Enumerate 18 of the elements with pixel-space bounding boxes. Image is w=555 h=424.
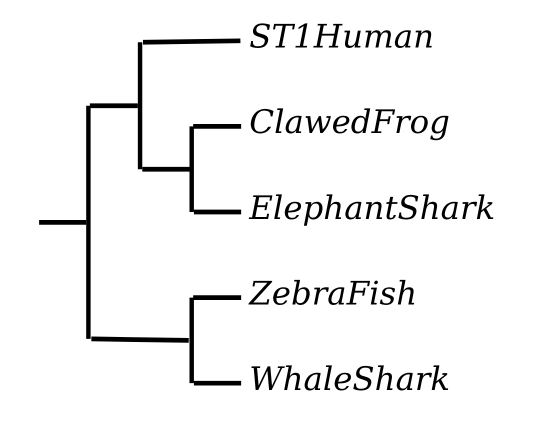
node-text: ClawedFrog — [249, 103, 450, 142]
node-bar — [190, 126, 194, 212]
connector — [194, 380, 242, 386]
connector — [91, 336, 189, 343]
node-text: ST1Human — [249, 18, 434, 56]
connector — [142, 166, 190, 172]
node-bar — [190, 298, 194, 384]
connector — [193, 295, 242, 300]
node-text: ZebraFish — [249, 274, 418, 312]
connector — [193, 124, 242, 129]
node-text: ElephantShark — [249, 188, 496, 227]
node-bar — [86, 106, 91, 339]
node-bar — [138, 42, 142, 170]
connector — [90, 103, 138, 108]
connector — [142, 38, 240, 45]
node-text: WhaleShark — [249, 360, 450, 398]
connector — [194, 210, 242, 214]
connector — [39, 220, 86, 225]
